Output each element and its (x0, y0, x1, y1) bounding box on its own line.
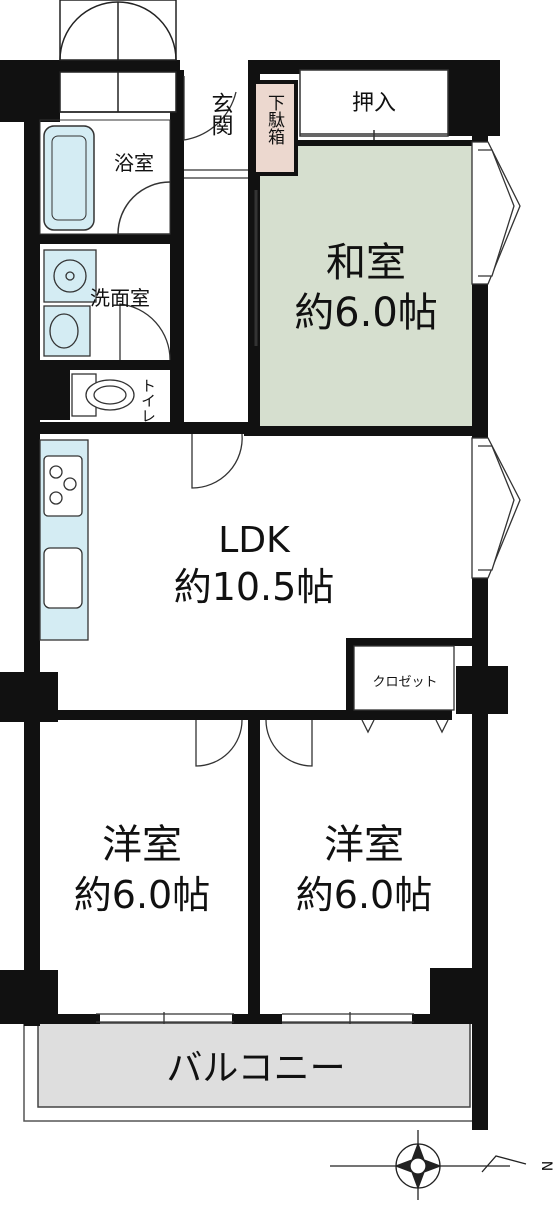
toilet-icon (71, 373, 135, 417)
north-label: N (538, 1161, 554, 1171)
balcony-windows (96, 1012, 414, 1024)
washitsu-size: 約6.0帖 (294, 290, 438, 336)
washing-machine-icon (43, 249, 97, 303)
kitchen-counter-icon (39, 439, 89, 641)
youshitsu-left-door (195, 719, 243, 767)
closet-door-marks (361, 719, 449, 734)
youshitsu-right-door (265, 719, 313, 767)
youshitsu-right-name: 洋室 (324, 822, 404, 868)
bathtub-icon (43, 125, 95, 231)
washitsu-floor (258, 143, 473, 427)
youshitsu-right-size: 約6.0帖 (296, 873, 432, 917)
oshiire-name: 押入 (352, 91, 396, 116)
youshitsu-left-size: 約6.0帖 (74, 873, 210, 917)
bay-window-icon (471, 141, 521, 579)
balcony-floor (37, 1022, 471, 1108)
ldk-name: LDK (218, 520, 291, 561)
front-door (59, 0, 177, 113)
bathroom-name: 浴室 (114, 151, 154, 175)
balcony-name: バルコニー (166, 1048, 345, 1089)
oshiire-closet (299, 69, 449, 137)
shoe-box-name: 下駄箱 (264, 94, 285, 145)
entrance-name: 玄関 (208, 92, 233, 136)
sink-icon (43, 305, 91, 357)
ldk-door-icon (191, 433, 243, 489)
bathroom-door-icon (117, 181, 171, 235)
shoe-box (252, 80, 298, 176)
ldk-size: 約10.5帖 (174, 565, 335, 609)
compass-icon (330, 1130, 527, 1200)
youshitsu-left-name: 洋室 (102, 822, 182, 868)
toilet-name: トイレ (139, 378, 157, 423)
washroom-door-icon (119, 303, 171, 361)
bathroom-outline (39, 119, 171, 235)
closet-name: クロゼット (372, 675, 437, 690)
washitsu-name: 和室 (326, 240, 406, 286)
hallway-lines (183, 76, 248, 179)
washroom-name: 洗面室 (90, 286, 150, 310)
ldk-closet (353, 645, 455, 711)
